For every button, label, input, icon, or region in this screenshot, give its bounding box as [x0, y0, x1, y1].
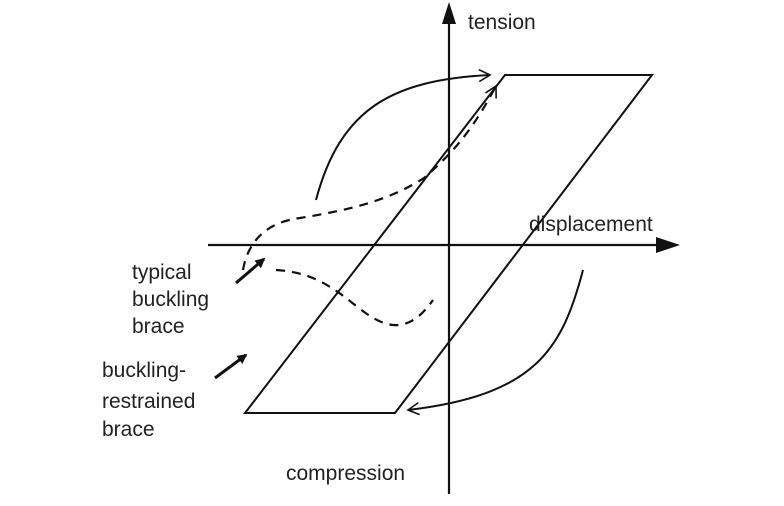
compression-label: compression [286, 462, 405, 485]
buckling-brace-compression-path [275, 268, 434, 327]
displacement-label: displacement [529, 213, 653, 236]
buckling-brace-label-line-1: typical [132, 261, 192, 284]
buckling-brace-pointer-arrow-icon [235, 257, 266, 285]
restrained-brace-label-line-1: buckling- [102, 359, 186, 382]
tension-label: tension [468, 11, 536, 34]
restrained-brace-pointer-arrow-icon [214, 353, 248, 380]
restrained-brace-hysteresis-loop [242, 74, 655, 414]
loading-path-lower [406, 269, 584, 416]
y-axis-arrowhead-icon [442, 2, 456, 24]
buckling-brace-label-line-2: buckling [132, 288, 209, 311]
buckling-brace-path [241, 84, 497, 271]
loading-path-upper [315, 68, 492, 201]
restrained-brace-label-line-3: brace [102, 418, 155, 441]
restrained-brace-label-line-2: restrained [102, 390, 195, 413]
buckling-brace-label-line-3: brace [132, 315, 185, 338]
x-axis-arrowhead-icon [656, 237, 680, 253]
